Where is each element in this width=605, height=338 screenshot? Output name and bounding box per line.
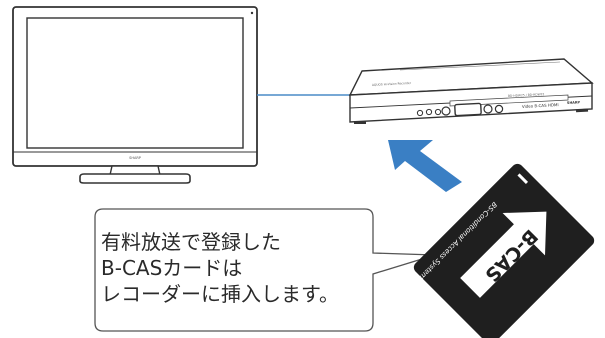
recorder-dial-right	[483, 104, 493, 114]
recorder-button-2	[425, 108, 433, 116]
recorder-dial-right-2	[494, 104, 504, 114]
card-arrow	[460, 211, 547, 298]
recorder-brand-label: SHARP	[567, 100, 581, 105]
recorder-foot-right	[575, 108, 589, 113]
callout-line-3: レコーダーに挿入します。	[101, 282, 339, 306]
recorder-dial-left	[441, 106, 451, 116]
recorder-top-groove	[399, 61, 561, 71]
tv-screen	[26, 17, 244, 149]
recorder-top-right-label: BD-HDW25 / BD-HDW22	[508, 92, 545, 98]
recorder-foot-left	[354, 121, 366, 124]
tv-power-led	[250, 11, 254, 15]
bcas-card: BS-Conditional Access System B-CAS	[413, 163, 595, 338]
recorder-display	[454, 102, 482, 117]
recorder: AQUOS Hi-Vision Recorder BD-HDW25 / BD-H…	[348, 58, 594, 124]
recorder-top-label: AQUOS Hi-Vision Recorder	[372, 81, 412, 87]
recorder-front-label: Video B-CAS HDMI	[522, 102, 559, 109]
card-chip-mark	[517, 173, 529, 184]
tv-stand-base	[79, 173, 191, 184]
insert-arrow	[388, 140, 462, 192]
callout-line-1: 有料放送で登録した	[101, 230, 281, 254]
recorder-button-3	[434, 108, 442, 116]
recorder-button-1	[416, 109, 424, 117]
tv: SHARP	[12, 6, 258, 184]
callout-line-2: B-CASカードは	[101, 256, 243, 280]
callout-text: 有料放送で登録した B-CASカードは レコーダーに挿入します。	[101, 229, 371, 307]
tv-brand-label: SHARP	[129, 156, 141, 160]
callout-bubble	[94, 208, 436, 332]
